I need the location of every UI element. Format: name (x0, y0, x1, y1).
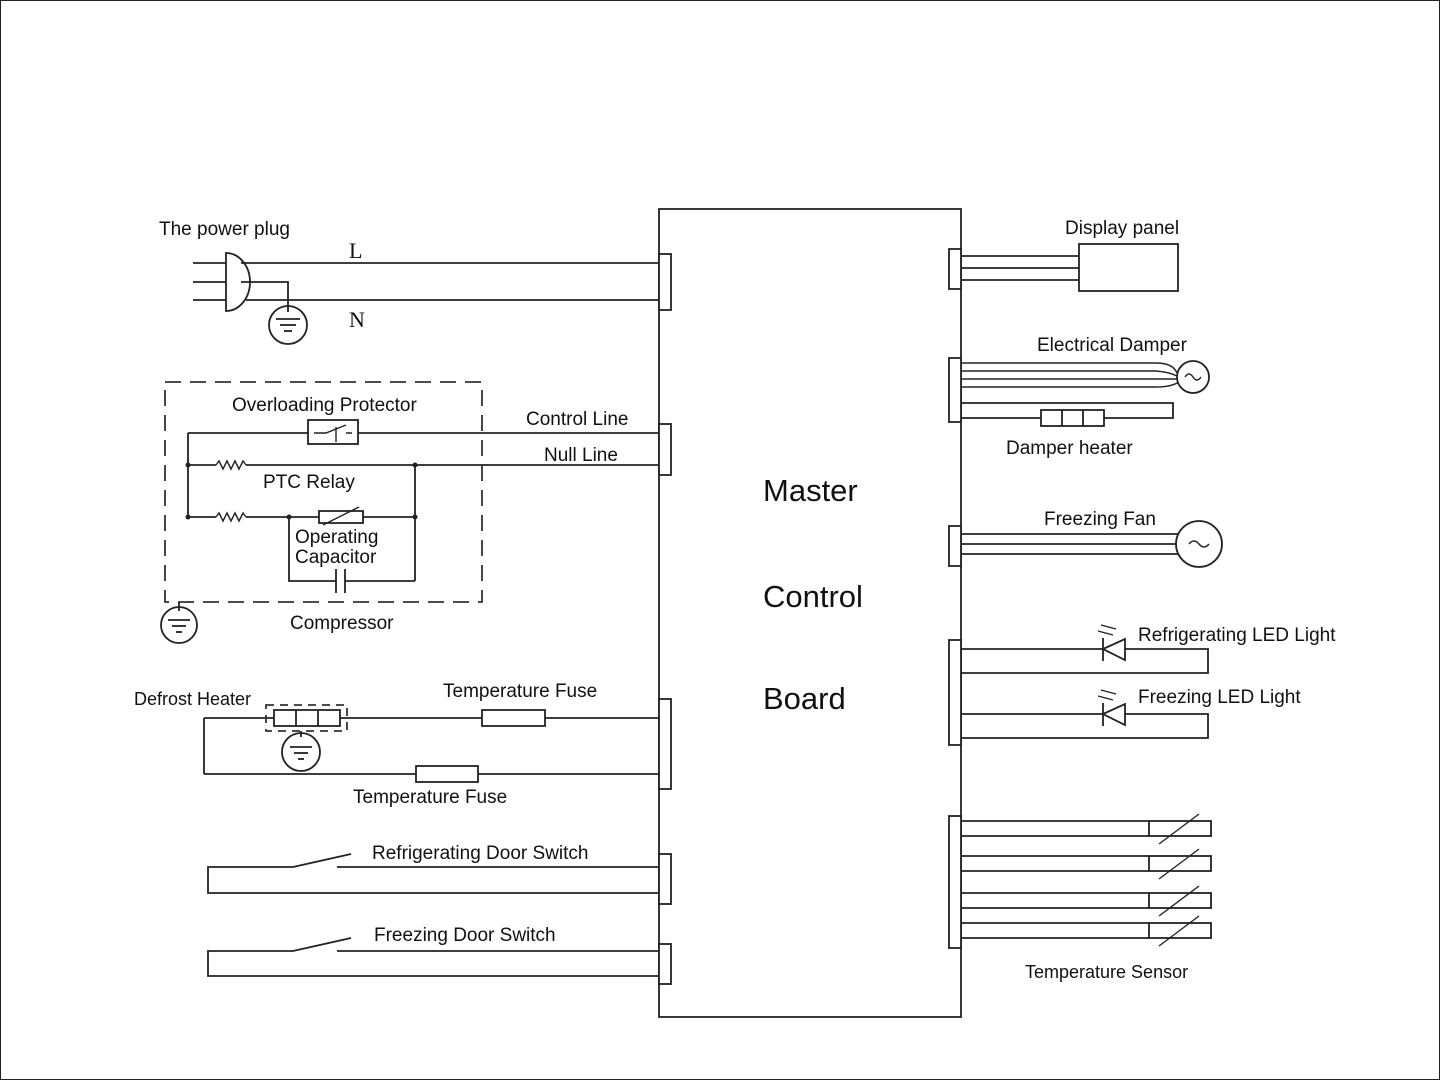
plug-earth-wire (241, 281, 289, 312)
ptc-relay-label: PTC Relay (263, 472, 355, 493)
connector-damper (948, 357, 962, 423)
connector-sensor (948, 815, 962, 949)
thermistor-icon (1148, 813, 1212, 845)
refrigerating-led-label: Refrigerating LED Light (1138, 625, 1336, 646)
operating-capacitor-label-1: Operating (295, 527, 378, 548)
switch-icon (207, 937, 659, 977)
temperature-fuse-bottom-label: Temperature Fuse (353, 787, 507, 808)
motor-icon (1176, 360, 1210, 394)
plug-icon (193, 252, 251, 312)
damper-heater-label: Damper heater (1006, 438, 1133, 459)
connector-fan (948, 525, 962, 567)
capacitor-icon (335, 569, 346, 593)
freezing-fan-label: Freezing Fan (1044, 509, 1156, 530)
fuse-icon (481, 709, 546, 727)
led-diode-icon (1097, 689, 1126, 727)
display-panel-label: Display panel (1065, 218, 1179, 239)
ground-icon (160, 602, 198, 644)
electrical-damper-label: Electrical Damper (1037, 335, 1188, 356)
fan-icon (1175, 520, 1223, 568)
ground-icon (268, 305, 308, 345)
compressor-enclosure (164, 381, 483, 603)
heater-icon (265, 704, 348, 732)
ptc-thermistor-icon (318, 506, 364, 526)
freezing-led-label: Freezing LED Light (1138, 687, 1301, 708)
connector-freezing-door (658, 943, 672, 985)
connector-power (658, 253, 672, 311)
control-line-label: Control Line (526, 409, 628, 430)
board-label-line3: Board (763, 681, 846, 716)
refrigerating-door-switch-label: Refrigerating Door Switch (372, 843, 588, 864)
temperature-sensor-label: Temperature Sensor (1025, 962, 1188, 982)
display-panel-box (1078, 243, 1179, 292)
connector-compressor (658, 423, 672, 476)
heater-icon (1040, 409, 1105, 427)
winding-resistor-icon (215, 459, 247, 471)
overloading-protector-label: Overloading Protector (232, 395, 417, 416)
board-label-line1: Master (763, 473, 858, 508)
defrost-heater-label: Defrost Heater (134, 689, 251, 709)
thermistor-icon (1148, 885, 1212, 917)
connector-defrost (658, 698, 672, 790)
connector-refrigerating-door (658, 853, 672, 905)
power-plug-label: The power plug (159, 219, 290, 240)
switch-icon (207, 853, 659, 894)
connector-display (948, 248, 962, 290)
freezing-door-switch-label: Freezing Door Switch (374, 925, 556, 946)
thermistor-icon (1148, 848, 1212, 880)
live-label: L (349, 238, 362, 263)
temperature-fuse-top-label: Temperature Fuse (443, 681, 597, 702)
led-diode-icon (1097, 624, 1126, 662)
neutral-label: N (349, 307, 365, 332)
master-control-board (658, 208, 962, 1018)
connector-led (948, 639, 962, 746)
overload-protector-icon (307, 419, 359, 445)
fuse-icon (415, 765, 479, 783)
board-label-line2: Control (763, 579, 863, 614)
operating-capacitor-label-2: Capacitor (295, 547, 377, 568)
ground-icon (281, 731, 321, 772)
compressor-label: Compressor (290, 613, 394, 634)
null-line-label: Null Line (544, 445, 618, 466)
thermistor-icon (1148, 915, 1212, 947)
winding-resistor-icon (215, 511, 247, 523)
